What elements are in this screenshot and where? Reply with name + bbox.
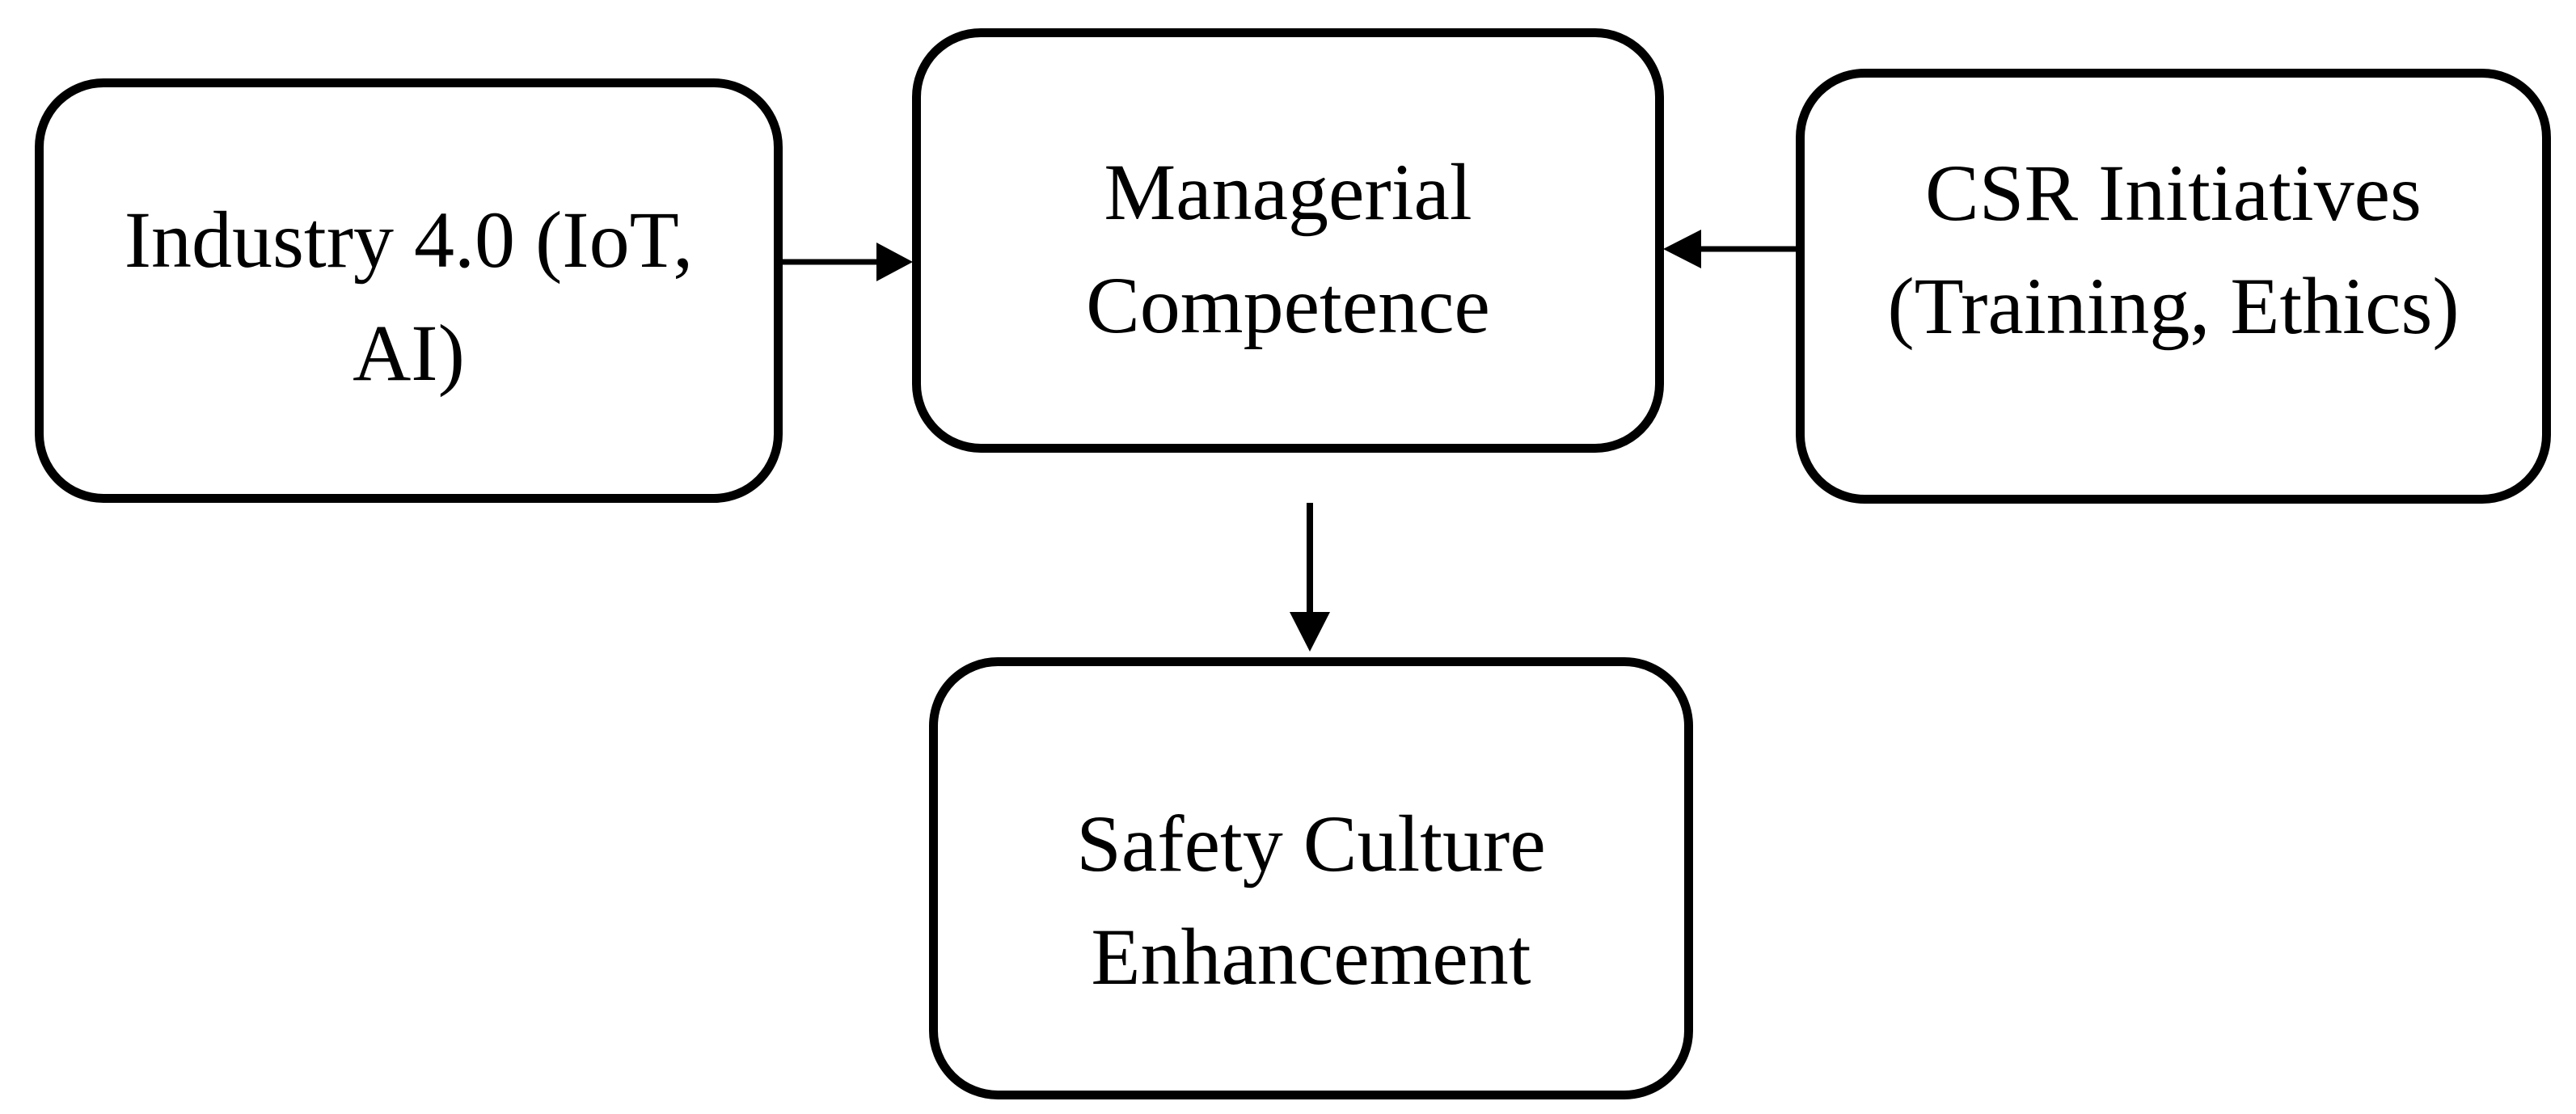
node-label-line: CSR Initiatives [1925,148,2422,238]
node-label-line: Industry 4.0 (IoT, [124,194,694,285]
arrowhead-down-icon [1290,612,1330,652]
node-label-line: (Training, Ethics) [1887,261,2460,351]
node-industry-4-0: Industry 4.0 (IoT, AI) [35,78,783,503]
node-label-line: Enhancement [1091,912,1531,1002]
node-label-line: AI) [353,307,465,398]
node-label-line: Competence [1086,260,1490,350]
node-csr-initiatives: CSR Initiatives (Training, Ethics) [1796,69,2551,504]
node-safety-culture-enhancement: Safety Culture Enhancement [929,657,1693,1099]
arrow-industry-to-managerial [783,243,913,281]
arrow-csr-to-managerial [1663,230,1796,268]
node-managerial-competence: Managerial Competence [912,28,1664,453]
node-label-line: Managerial [1104,146,1472,237]
arrowhead-right-icon [876,243,913,281]
arrowhead-left-icon [1663,230,1701,268]
arrow-managerial-to-safety [1290,503,1330,652]
node-label-line: Safety Culture [1076,799,1546,888]
